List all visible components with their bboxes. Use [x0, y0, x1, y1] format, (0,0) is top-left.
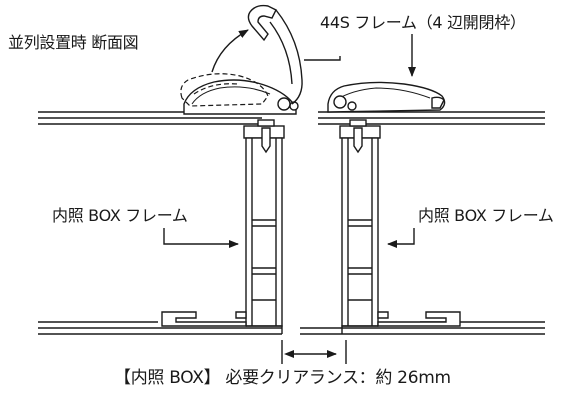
label-clearance: 【内照 BOX】 必要クリアランス：約 26mm	[114, 368, 451, 388]
frame-44s-left-dashed	[180, 73, 269, 107]
frame-44s-left-closed	[183, 79, 299, 115]
label-box-frame-left: 内照 BOX フレーム	[52, 206, 188, 225]
box-frame-right	[339, 119, 461, 334]
leader-box-frame-left	[163, 228, 239, 248]
diagram-title: 並列設置時 断面図	[8, 33, 139, 52]
label-44s-frame: 44S フレーム（4 辺開閉枠）	[320, 13, 526, 32]
frame-44s-right	[327, 81, 446, 113]
leader-44s-frame-bend	[304, 56, 341, 61]
frame-44s-opened	[247, 4, 303, 105]
leader-box-frame-right	[387, 228, 415, 248]
open-direction-arrow	[211, 29, 249, 73]
label-box-frame-right: 内照 BOX フレーム	[418, 206, 554, 225]
bottom-panel-left	[38, 321, 282, 335]
clearance-dimension	[281, 340, 347, 364]
box-frame-left	[161, 119, 285, 334]
